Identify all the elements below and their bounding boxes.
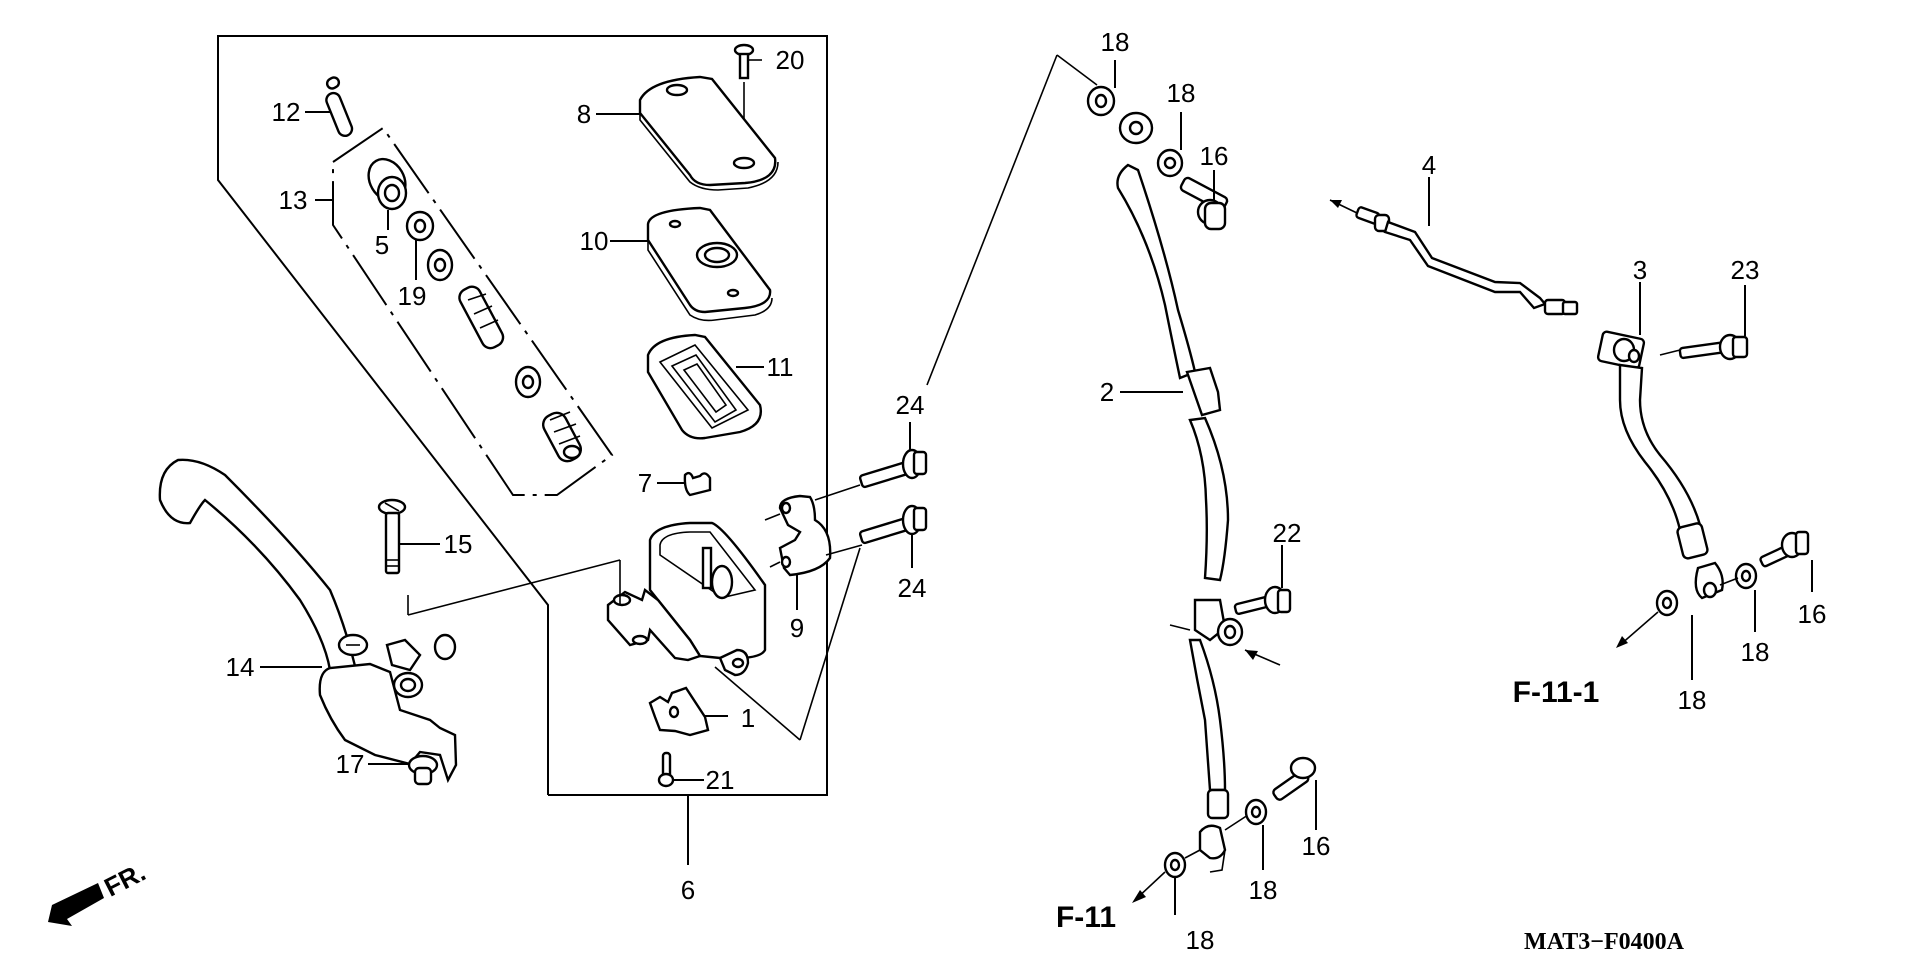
callout-24-lower: 24 — [897, 573, 927, 603]
diaphragm-plate-10 — [610, 206, 773, 322]
callout-16-bottom: 16 — [1301, 831, 1331, 861]
callout-9: 9 — [789, 613, 805, 643]
callout-8: 8 — [576, 99, 592, 129]
callout-15: 15 — [443, 529, 473, 559]
push-rod-12 — [305, 76, 354, 138]
callout-17: 17 — [335, 749, 365, 779]
callout-19: 19 — [397, 281, 427, 311]
callout-11: 11 — [766, 352, 794, 382]
assembly-outline-6 — [217, 35, 828, 865]
oil-bolt-16-top — [1179, 170, 1229, 231]
callout-16-right: 16 — [1797, 599, 1827, 629]
spring — [541, 411, 583, 463]
callout-20: 20 — [775, 45, 805, 75]
callout-18-e: 18 — [1740, 637, 1770, 667]
callout-5: 5 — [374, 230, 390, 260]
piston-cup — [426, 248, 454, 282]
callout-18-f: 18 — [1677, 685, 1707, 715]
callout-22: 22 — [1272, 518, 1302, 548]
holder-bolt-24-lower — [825, 504, 928, 568]
diaphragm-11 — [646, 333, 764, 440]
front-direction-arrow — [48, 883, 104, 926]
callout-3: 3 — [1632, 255, 1648, 285]
cap-screw-20 — [733, 43, 762, 158]
callout-16-top: 16 — [1199, 141, 1229, 171]
master-cylinder-body — [407, 521, 861, 741]
brake-light-switch-1 — [648, 686, 728, 737]
holder-bolt-24-upper — [814, 422, 928, 501]
callout-4: 4 — [1421, 150, 1437, 180]
joint-bolt-23 — [1678, 285, 1749, 361]
piston-boot-5 — [367, 157, 408, 230]
callout-10: 10 — [579, 226, 609, 256]
callout-14: 14 — [225, 652, 255, 682]
brake-hose-upper-2 — [1086, 85, 1317, 903]
diagram-code: MAT3−F0400A — [1524, 929, 1684, 955]
three-way-joint-3 — [1596, 282, 1681, 370]
holder-9 — [764, 494, 832, 610]
piston — [458, 285, 505, 350]
callout-18-d: 18 — [1185, 925, 1215, 955]
callout-18-a: 18 — [1100, 27, 1130, 57]
callout-1: 1 — [740, 703, 756, 733]
switch-screw-21 — [657, 751, 704, 788]
leader-lines-hose — [1114, 60, 1317, 915]
reservoir-clip-7 — [657, 471, 712, 497]
connector-lines-upper — [926, 54, 1098, 386]
callout-7: 7 — [637, 468, 653, 498]
reservoir-cap-8 — [596, 75, 779, 191]
callout-13: 13 — [278, 185, 308, 215]
brake-hose-lower — [1616, 363, 1813, 680]
circlip-19 — [405, 210, 435, 280]
brake-lever-14 — [158, 458, 458, 784]
secondary-cup — [514, 365, 542, 399]
callout-24-upper: 24 — [895, 390, 925, 420]
piston-set-outline-13 — [315, 126, 614, 496]
brake-pipe-4 — [1329, 177, 1579, 316]
callout-23: 23 — [1730, 255, 1760, 285]
pivot-nut-17 — [368, 754, 439, 786]
callout-18-c: 18 — [1248, 875, 1278, 905]
callout-2: 2 — [1099, 377, 1115, 407]
callout-12: 12 — [271, 97, 301, 127]
clamp-bolt-22 — [1233, 545, 1292, 616]
reference-f-11-1[interactable]: F-11-1 — [1512, 676, 1600, 709]
lever-pivot-bolt-15 — [377, 498, 440, 575]
callout-6: 6 — [680, 875, 696, 905]
reference-f-11[interactable]: F-11 — [1055, 901, 1117, 934]
callout-18-b: 18 — [1166, 78, 1196, 108]
callout-21: 21 — [705, 765, 735, 795]
